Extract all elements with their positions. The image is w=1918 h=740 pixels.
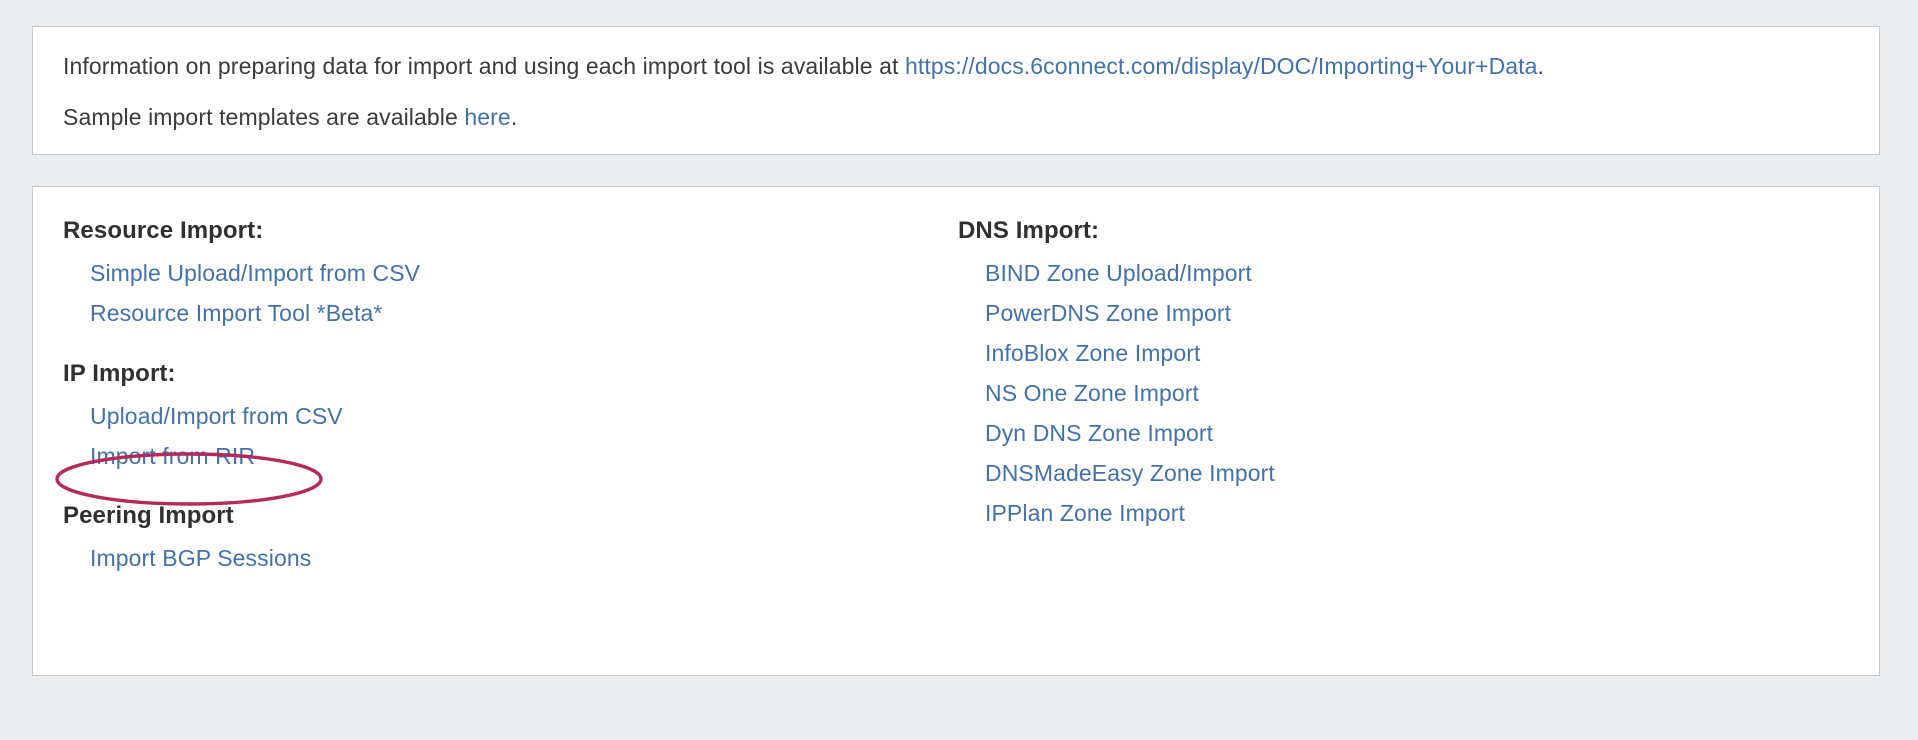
link-import-from-rir[interactable]: Import from RIR: [90, 443, 256, 469]
group-title-resource-import: Resource Import:: [63, 217, 264, 244]
group-title-ip-import: IP Import:: [63, 360, 176, 387]
docs-url-link[interactable]: https://docs.6connect.com/display/DOC/Im…: [904, 53, 1538, 79]
info-line-templates-prefix: Sample import templates are available: [63, 104, 465, 130]
list-item: InfoBlox Zone Import: [985, 333, 1758, 373]
templates-here-link[interactable]: here: [464, 104, 511, 130]
list-item: PowerDNS Zone Import: [985, 293, 1758, 333]
info-line-docs: Information on preparing data for import…: [63, 51, 1849, 81]
link-import-bgp-sessions[interactable]: Import BGP Sessions: [90, 545, 312, 571]
group-title-dns-import: DNS Import:: [958, 217, 1100, 244]
import-tools-columns: Resource Import: Simple Upload/Import fr…: [63, 215, 1849, 578]
link-powerdns-zone-import[interactable]: PowerDNS Zone Import: [985, 300, 1232, 326]
link-dnsmadeeasy-zone-import[interactable]: DNSMadeEasy Zone Import: [985, 460, 1275, 486]
link-ipplan-zone-import[interactable]: IPPlan Zone Import: [985, 500, 1185, 526]
list-item: BIND Zone Upload/Import: [985, 253, 1758, 293]
left-column: Resource Import: Simple Upload/Import fr…: [63, 215, 958, 578]
group-links-dns-import: BIND Zone Upload/Import PowerDNS Zone Im…: [958, 253, 1758, 533]
list-item: IPPlan Zone Import: [985, 493, 1758, 533]
group-dns-import: DNS Import: BIND Zone Upload/Import Powe…: [958, 215, 1758, 533]
import-tools-panel: Resource Import: Simple Upload/Import fr…: [32, 186, 1880, 676]
link-simple-upload-import-from-csv[interactable]: Simple Upload/Import from CSV: [90, 260, 421, 286]
info-line-templates-suffix: .: [510, 104, 518, 130]
list-item: Import BGP Sessions: [90, 538, 958, 578]
list-item: DNSMadeEasy Zone Import: [985, 453, 1758, 493]
group-links-ip-import: Upload/Import from CSV Import from RIR: [63, 396, 958, 476]
group-peering-import: Peering Import Import BGP Sessions: [63, 500, 958, 578]
info-line-templates: Sample import templates are available he…: [63, 102, 1849, 132]
link-ns-one-zone-import[interactable]: NS One Zone Import: [985, 380, 1199, 406]
list-item: Simple Upload/Import from CSV: [90, 253, 958, 293]
link-infoblox-zone-import[interactable]: InfoBlox Zone Import: [985, 340, 1201, 366]
list-item: Upload/Import from CSV: [90, 396, 958, 436]
list-item: Resource Import Tool *Beta*: [90, 293, 958, 333]
list-item: Import from RIR: [90, 436, 958, 476]
group-links-peering-import: Import BGP Sessions: [63, 538, 958, 578]
group-resource-import: Resource Import: Simple Upload/Import fr…: [63, 215, 958, 333]
list-item: NS One Zone Import: [985, 373, 1758, 413]
info-line-docs-suffix: .: [1537, 53, 1545, 79]
link-upload-import-from-csv[interactable]: Upload/Import from CSV: [90, 403, 343, 429]
group-ip-import: IP Import: Upload/Import from CSV Import…: [63, 358, 958, 476]
info-panel: Information on preparing data for import…: [32, 26, 1880, 155]
group-links-resource-import: Simple Upload/Import from CSV Resource I…: [63, 253, 958, 333]
link-bind-zone-upload-import[interactable]: BIND Zone Upload/Import: [985, 260, 1252, 286]
right-column: DNS Import: BIND Zone Upload/Import Powe…: [958, 215, 1758, 533]
link-resource-import-tool-beta[interactable]: Resource Import Tool *Beta*: [90, 300, 383, 326]
group-title-peering-import: Peering Import: [63, 502, 234, 529]
list-item: Dyn DNS Zone Import: [985, 413, 1758, 453]
info-line-docs-prefix: Information on preparing data for import…: [63, 53, 905, 79]
link-dyn-dns-zone-import[interactable]: Dyn DNS Zone Import: [985, 420, 1214, 446]
